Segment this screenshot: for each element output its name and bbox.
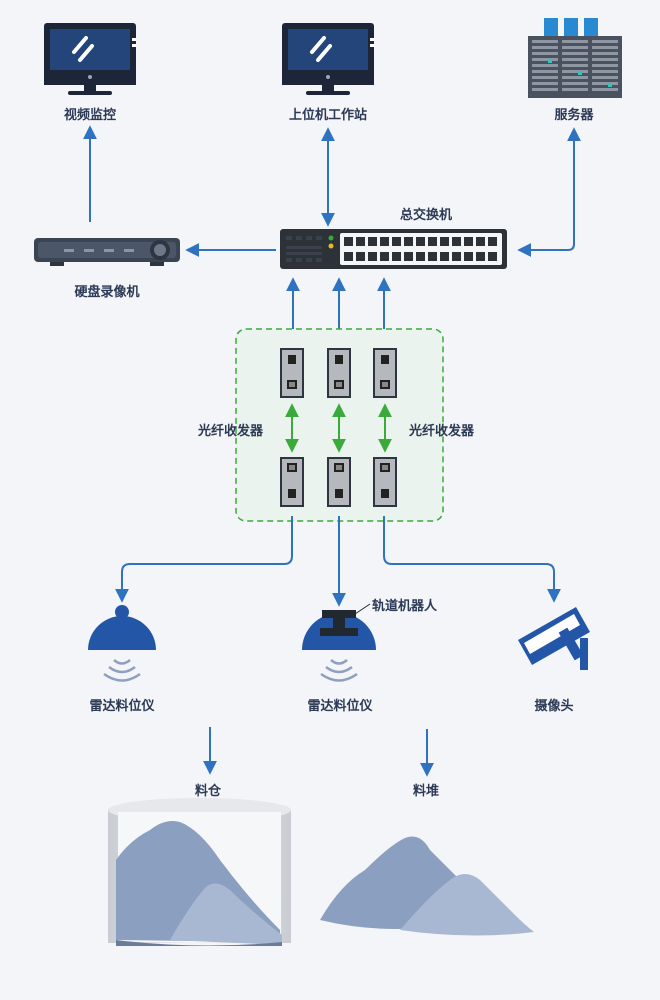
main-switch-icon xyxy=(280,229,507,269)
radar-level-center-label: 雷达料位仪 xyxy=(307,699,373,714)
fiber-links xyxy=(285,403,392,453)
material-pile-icon xyxy=(320,836,534,936)
field-connections xyxy=(115,516,561,777)
pile-label: 料堆 xyxy=(412,784,440,799)
silo-label: 料仓 xyxy=(194,784,222,799)
workstation-monitor-icon xyxy=(282,23,374,95)
video-monitor-label: 视频监控 xyxy=(63,108,117,123)
silo-icon xyxy=(108,798,291,946)
track-robot-label: 轨道机器人 xyxy=(372,599,438,614)
camera-label: 摄像头 xyxy=(534,699,574,714)
video-monitor-icon xyxy=(44,23,136,95)
transceiver-bottom-row xyxy=(280,457,397,507)
transceiver-top-row xyxy=(280,348,397,398)
camera-icon xyxy=(518,607,590,670)
radar-level-left-icon xyxy=(88,605,156,682)
dvr-icon xyxy=(34,238,180,266)
fiber-transceiver-left-label: 光纤收发器 xyxy=(198,424,264,439)
upper-workstation-label: 上位机工作站 xyxy=(288,108,368,123)
dvr-label: 硬盘录像机 xyxy=(74,285,140,300)
main-switch-label: 总交换机 xyxy=(399,208,453,223)
server-label: 服务器 xyxy=(554,108,594,123)
fiber-transceiver-right-label: 光纤收发器 xyxy=(409,424,475,439)
radar-level-left-label: 雷达料位仪 xyxy=(89,699,155,714)
track-robot-icon xyxy=(320,603,371,636)
server-icon xyxy=(528,18,622,98)
